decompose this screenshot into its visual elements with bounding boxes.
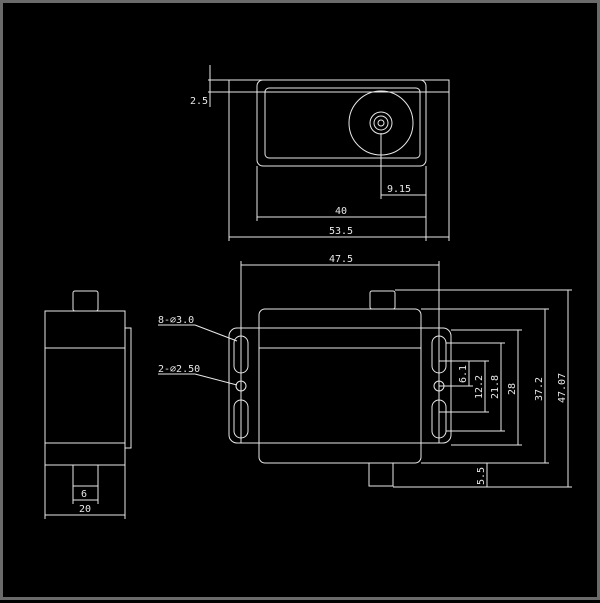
dim-6-1: 6.1 [458,365,469,383]
dim-horn-offset: 9.15 [387,184,411,195]
label-slots: 8-⌀3.0 [158,315,194,326]
dim-body-width: 40 [335,206,347,217]
side-view: 6 20 [44,290,132,519]
label-holes: 2-⌀2.50 [158,364,200,375]
dim-21-8: 21.8 [490,375,501,399]
front-view: 47.5 8-⌀3.0 2-⌀2.50 47.07 37.2 28 21.8 1… [158,254,572,488]
dim-depth: 20 [79,504,91,515]
servo-drawing: 2.5 9.15 40 53.5 6 20 [44,65,572,519]
dim-5-5: 5.5 [476,467,487,485]
dim-shaft: 6 [81,489,87,500]
dim-37-2: 37.2 [534,377,545,401]
dim-overall-width: 53.5 [329,226,353,237]
dim-flange-thickness: 2.5 [190,96,208,107]
top-view: 2.5 9.15 40 53.5 [190,65,450,241]
dim-47-07: 47.07 [557,373,568,403]
dim-12-2: 12.2 [474,375,485,399]
dim-hole-spacing: 47.5 [329,254,353,265]
dim-28: 28 [507,383,518,395]
